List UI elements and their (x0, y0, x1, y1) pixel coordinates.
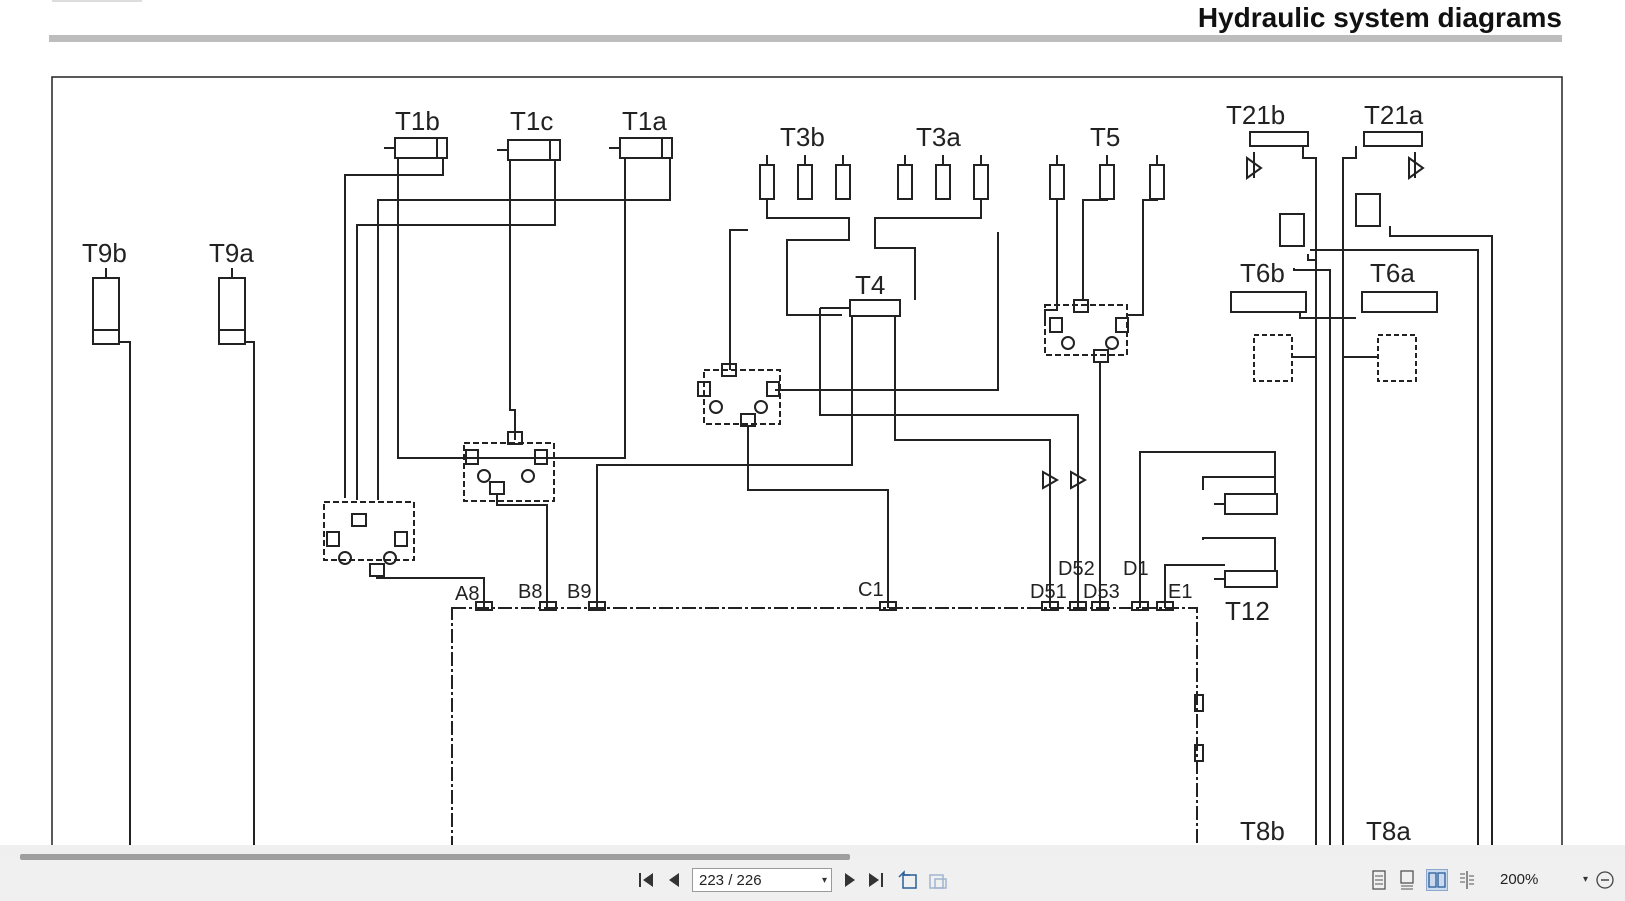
valve-block-2 (463, 431, 555, 608)
first-page-icon (639, 873, 653, 887)
next-page-button[interactable] (840, 868, 860, 892)
port-e1: E1 (1168, 581, 1192, 603)
label-t6b: T6b (1240, 258, 1285, 288)
continuous-page-icon (1400, 870, 1414, 890)
label-t21b: T21b (1226, 100, 1285, 130)
label-t8b: T8b (1240, 816, 1285, 845)
horizontal-scrollbar-thumb[interactable] (20, 854, 850, 860)
port-c1: C1 (858, 579, 884, 601)
document-header: Hydraulic system diagrams (0, 0, 1625, 48)
label-t9b: T9b (82, 238, 127, 268)
port-d1: D1 (1123, 558, 1149, 580)
hydraulic-diagram: T1b T1c T1a T3b T3a T5 T21b T21a T9b T9a… (51, 76, 1563, 845)
cylinder-t9a (218, 268, 255, 845)
label-t6a: T6a (1370, 258, 1415, 288)
label-t21a: T21a (1364, 100, 1424, 130)
go-back-view-button[interactable] (896, 868, 920, 892)
continuous-facing-view-button[interactable] (1456, 869, 1478, 891)
first-page-button[interactable] (636, 868, 656, 892)
single-page-view-button[interactable] (1368, 869, 1390, 891)
label-t3b: T3b (780, 122, 825, 152)
cylinder-t1b (384, 137, 448, 159)
zoom-dropdown-icon[interactable]: ▾ (1583, 874, 1589, 885)
go-back-view-icon (898, 870, 917, 889)
label-t4: T4 (855, 270, 885, 300)
zoom-out-button[interactable] (1594, 868, 1616, 892)
continuous-facing-icon (1460, 871, 1474, 889)
prev-page-button[interactable] (664, 868, 684, 892)
chevron-down-icon[interactable]: ▾ (821, 875, 827, 886)
cylinder-t1a (609, 137, 673, 159)
go-forward-view-icon (929, 874, 947, 889)
main-block (451, 607, 1198, 845)
page-title: Hydraulic system diagrams (1197, 2, 1562, 33)
next-page-icon (845, 873, 855, 887)
last-page-button[interactable] (866, 868, 888, 892)
label-t3a: T3a (916, 122, 961, 152)
zoom-out-icon (1596, 871, 1614, 889)
valve-block-1 (323, 501, 485, 608)
cylinders-t3b (759, 155, 851, 316)
header-rule (49, 35, 1562, 42)
check-valves-d5 (1042, 470, 1088, 608)
cylinder-t4 (596, 299, 1079, 608)
prev-page-icon (669, 873, 679, 887)
label-t5: T5 (1090, 122, 1120, 152)
port-b8: B8 (518, 581, 542, 603)
main-block-ports (475, 601, 1204, 762)
valve-block-3 (697, 229, 889, 608)
last-page-icon (869, 873, 883, 887)
single-page-icon (1372, 870, 1386, 890)
page-number-field[interactable]: 223 / 226 ▾ (692, 868, 832, 892)
cylinders-t3a (775, 155, 999, 391)
label-t12: T12 (1225, 596, 1270, 626)
go-forward-view-button[interactable] (926, 868, 950, 892)
label-t1a: T1a (622, 106, 667, 136)
cylinder-t9b (92, 268, 131, 845)
zoom-level[interactable]: 200% (1500, 871, 1539, 888)
cylinders-t21-t6 (1230, 131, 1493, 845)
label-t1c: T1c (510, 106, 553, 136)
label-t8a: T8a (1366, 816, 1411, 845)
port-d52: D52 (1058, 558, 1095, 580)
header-stub-line (52, 0, 142, 2)
label-t9a: T9a (209, 238, 254, 268)
cylinder-t1c (497, 139, 561, 161)
cylinders-t5 (1044, 155, 1165, 608)
port-b9: B9 (567, 581, 591, 603)
facing-view-button[interactable] (1426, 869, 1448, 891)
port-a8: A8 (455, 583, 479, 605)
cylinders-t12 (1139, 451, 1278, 608)
port-d51: D51 (1030, 581, 1067, 603)
diagram-frame (51, 76, 1563, 845)
label-t1b: T1b (395, 106, 440, 136)
facing-pages-icon (1428, 872, 1446, 888)
continuous-view-button[interactable] (1396, 869, 1418, 891)
page-indicator: 223 / 226 (699, 872, 762, 889)
port-d53: D53 (1083, 581, 1120, 603)
